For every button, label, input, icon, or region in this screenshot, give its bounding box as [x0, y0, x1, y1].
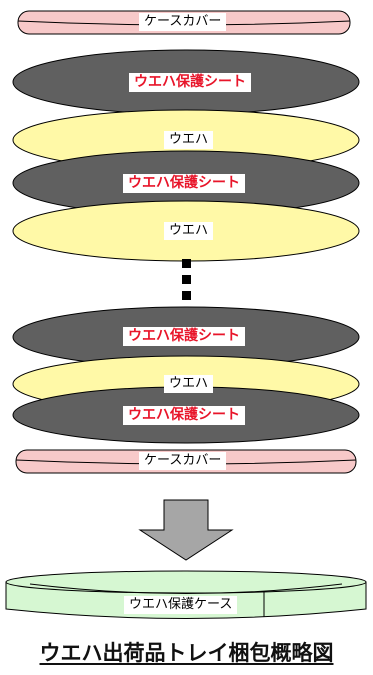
protective-sheet-1-label: ウエハ保護シート	[129, 73, 251, 92]
wafer-3-label: ウエハ	[164, 375, 214, 393]
wafer-1-label: ウエハ	[164, 131, 214, 149]
protective-sheet-3-label: ウエハ保護シート	[123, 327, 245, 346]
bottom-case-cover-label: ケースカバー	[139, 452, 227, 470]
continuation-dots	[182, 259, 191, 300]
diagram-caption-text: ウエハ出荷品トレイ梱包概略図	[39, 641, 334, 665]
protective-case-label: ウエハ保護ケース	[124, 596, 238, 614]
top-case-cover-label: ケースカバー	[139, 13, 227, 31]
protective-sheet-2-label: ウエハ保護シート	[123, 174, 245, 193]
protective-sheet-4-label: ウエハ保護シート	[123, 406, 245, 425]
wafer-2-label: ウエハ	[164, 222, 214, 240]
down-arrow-icon	[138, 499, 234, 561]
diagram-caption: ウエハ出荷品トレイ梱包概略図	[0, 640, 373, 666]
